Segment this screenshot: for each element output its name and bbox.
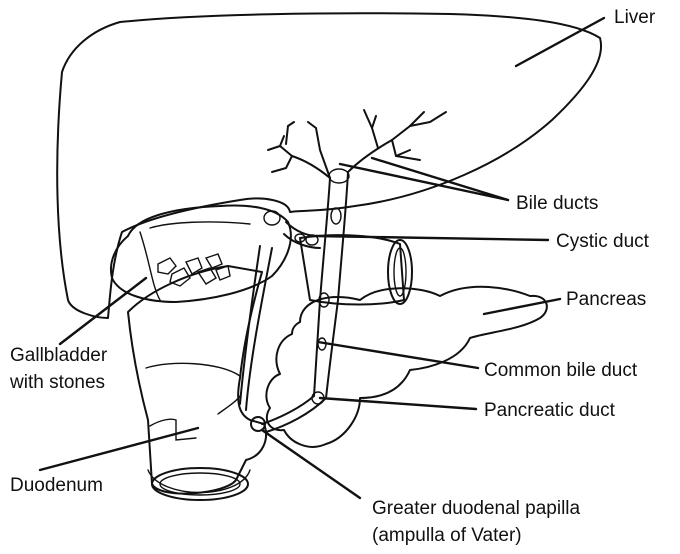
leader-pancreatic-duct	[320, 398, 476, 409]
bile-duct-tree	[240, 110, 446, 432]
leader-papilla	[262, 430, 360, 498]
leader-duodenum	[40, 428, 198, 470]
leader-gallbladder	[60, 278, 146, 344]
label-papilla-1: Greater duodenal papilla	[372, 498, 581, 519]
leader-lines	[40, 18, 604, 498]
label-gallbladder-2: with stones	[9, 372, 105, 393]
duodenum-shape	[128, 266, 266, 500]
label-cystic-duct: Cystic duct	[556, 231, 650, 252]
label-liver: Liver	[614, 7, 656, 28]
stomach-shape	[300, 235, 412, 304]
liver-shape	[57, 13, 601, 318]
leader-pancreas	[484, 299, 560, 314]
label-duodenum: Duodenum	[10, 475, 103, 496]
label-common-bile-duct: Common bile duct	[484, 360, 638, 381]
label-pancreas: Pancreas	[566, 289, 646, 310]
leader-liver	[516, 18, 604, 66]
label-gallbladder-1: Gallbladder	[10, 345, 108, 366]
leader-bile-ducts-a	[340, 164, 508, 200]
label-pancreatic-duct: Pancreatic duct	[484, 400, 616, 421]
label-papilla-2: (ampulla of Vater)	[372, 525, 522, 546]
leader-cystic-duct	[316, 236, 548, 240]
label-bile-ducts: Bile ducts	[516, 193, 598, 214]
